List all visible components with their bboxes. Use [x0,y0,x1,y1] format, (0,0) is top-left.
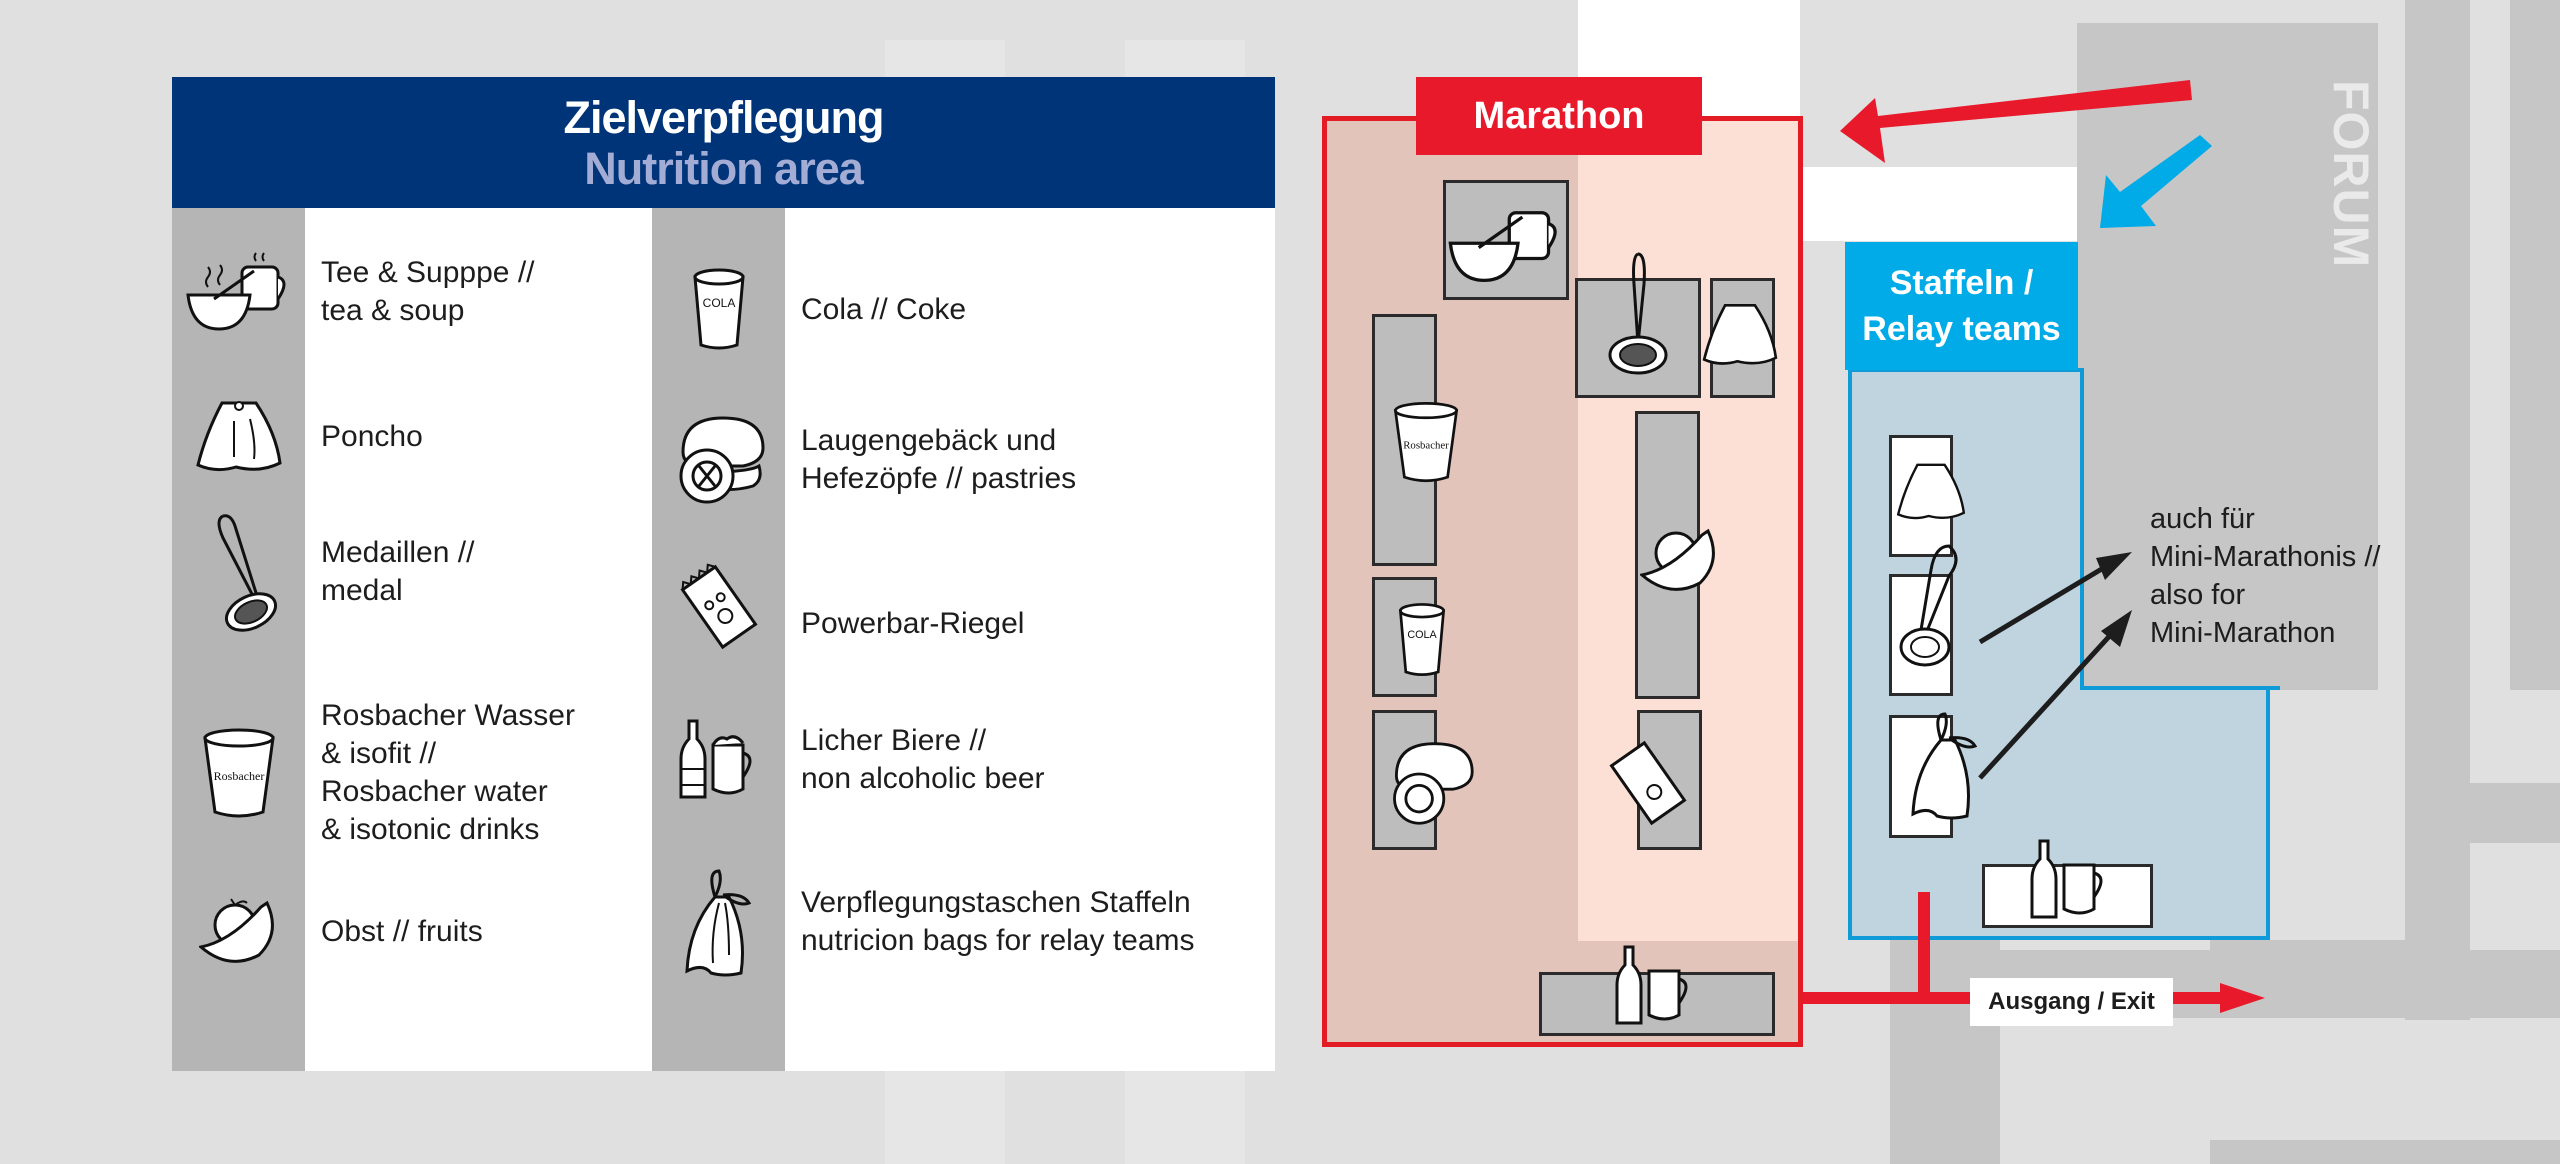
cola-cup-icon: COLA [1398,603,1446,676]
relay-label: Staffeln / Relay teams [1845,242,2078,370]
beer-icon [1615,945,1688,1025]
svg-text:Rosbacher: Rosbacher [213,769,264,783]
legend-item: Medaillen // medal [172,512,474,632]
legend-item-label: Obst // fruits [321,915,483,948]
medal-icon [172,512,305,632]
pastry-icon [652,412,785,507]
poncho-icon [1896,463,1966,520]
mini-marathon-note: auch für Mini-Marathonis // also for Min… [2150,503,2381,649]
fruit-icon [1640,528,1715,591]
medal-icon [1899,544,1958,667]
legend-item-label: Licher Biere // non alcoholic beer [801,723,1045,795]
legend-item: COLA Cola // Coke [652,267,966,352]
exit-label: Ausgang / Exit [1970,978,2173,1026]
pastry-icon [1393,742,1474,825]
legend-panel: Zielverpflegung Nutrition area Tee & Sup… [172,77,1275,1071]
road-white [1803,167,2080,241]
fruit-icon [172,897,305,967]
legend-title: Zielverpflegung [563,92,884,143]
relay-bag-icon [652,867,785,977]
water-cup-icon: Rosbacher [1393,402,1459,483]
legend-item-label: Poncho [321,420,423,453]
legend-item: Poncho [172,397,423,477]
relay-label-line2: Relay teams [1862,310,2061,348]
poncho-icon [172,397,305,477]
svg-text:COLA: COLA [1407,629,1437,641]
tea-soup-icon [172,247,305,337]
map-block [2510,0,2560,690]
legend-subtitle: Nutrition area [584,143,864,194]
legend-item: Powerbar-Riegel [652,562,1024,652]
marathon-label: Marathon [1416,77,1702,155]
legend-item: Tee & Supppe // tea & soup [172,247,535,337]
map-block [2405,0,2470,1020]
forum-label: FORUM [2323,80,2379,269]
relay-label-line1: Staffeln / [1889,264,2034,302]
cola-cup-icon: COLA [652,267,785,352]
tea-soup-icon [1448,211,1557,283]
legend-item-label: Medaillen // medal [321,536,475,607]
legend-item-label: Verpflegungstaschen Staffeln nutricion b… [801,886,1195,957]
legend-item-label: Rosbacher Wasser & isofit // Rosbacher w… [321,699,575,846]
beer-icon [652,717,785,802]
legend-header: Zielverpflegung Nutrition area [172,77,1275,208]
water-cup-icon: Rosbacher [172,726,305,821]
medal-icon [1608,252,1668,375]
legend-item: Rosbacher Rosbacher Wasser & isofit // R… [172,697,575,849]
legend-item-label: Tee & Supppe // tea & soup [321,256,535,327]
station-tea-soup [1443,180,1569,300]
legend-item-label: Powerbar-Riegel [801,607,1025,640]
legend-item-label: Laugengebäck und Hefezöpfe // pastries [801,423,1077,495]
legend-item-label: Cola // Coke [801,292,967,326]
legend-item: Laugengebäck und Hefezöpfe // pastries [652,412,1076,507]
map-block [2470,783,2560,843]
map-block [2210,1140,2560,1164]
legend-item: Verpflegungstaschen Staffeln nutricion b… [652,867,1195,977]
svg-text:COLA: COLA [702,296,735,310]
legend-item: Obst // fruits [172,897,483,967]
svg-text:Rosbacher: Rosbacher [1403,439,1449,451]
relay-bag-icon [1911,712,1978,820]
energy-bar-icon [1609,740,1687,826]
poncho-icon [1702,303,1778,365]
energy-bar-icon [652,562,785,652]
beer-icon [2030,839,2103,919]
legend-item: Licher Biere // non alcoholic beer [652,717,1045,802]
